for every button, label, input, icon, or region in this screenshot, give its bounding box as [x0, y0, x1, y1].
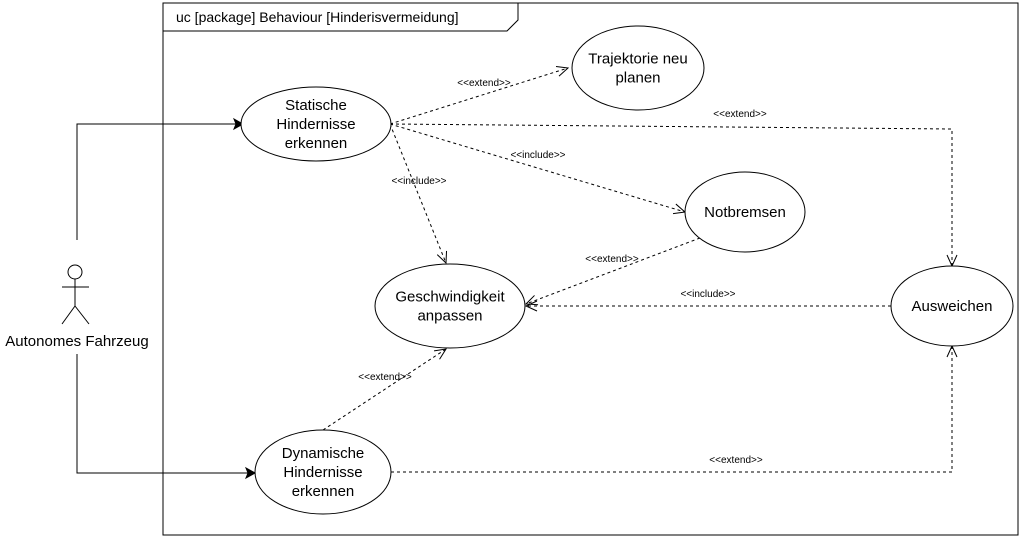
relation-label: <<extend>> — [709, 455, 763, 466]
relation-label: <<include>> — [391, 176, 446, 187]
relation-notb-gesch: <<extend>> — [524, 237, 701, 306]
use-case-label: Geschwindigkeit — [395, 289, 505, 306]
use-case-label: Hindernisse — [283, 464, 362, 481]
use-case-ellipse — [240, 86, 392, 162]
use-case-label: Notbremsen — [704, 204, 786, 221]
use-case-ellipse — [374, 263, 526, 349]
use-case-label: Trajektorie neu — [588, 51, 688, 68]
relation-stat-notb: <<include>> — [389, 123, 687, 215]
relation-line — [389, 123, 953, 266]
relation-ausw-gesch: <<include>> — [524, 289, 891, 312]
use-case-label: Dynamische — [282, 445, 365, 462]
relation-line — [525, 237, 701, 305]
relation-label: <<include>> — [680, 289, 735, 300]
relation-arrowhead — [555, 66, 570, 77]
package-frame: uc [package] Behaviour [Hinderisvermeidu… — [162, 2, 1019, 536]
relation-arrowhead — [433, 348, 448, 360]
relation-dyn-gesch: <<extend>> — [322, 348, 448, 431]
use-case-label: Ausweichen — [912, 298, 993, 315]
relation-label: <<extend>> — [585, 254, 639, 265]
relation-arrowhead — [524, 295, 539, 306]
use-case-ausweichen[interactable]: Ausweichen — [890, 265, 1014, 347]
relation-line — [389, 123, 447, 264]
use-case-ellipse — [571, 25, 705, 111]
use-case-ellipse — [890, 265, 1014, 347]
relation-line — [322, 348, 447, 431]
relation-arrowhead — [672, 203, 687, 215]
use-case-label: erkennen — [292, 483, 355, 500]
actor-autonomes-fahrzeug[interactable]: Autonomes Fahrzeug — [5, 264, 149, 350]
use-case-label: Hindernisse — [276, 116, 355, 133]
relation-stat-ausw: <<extend>> — [389, 109, 958, 268]
actor-label: Autonomes Fahrzeug — [5, 333, 148, 350]
use-case-trajektorie[interactable]: Trajektorie neu planen — [571, 25, 705, 111]
association-actor-dynamische — [76, 354, 257, 480]
association-actor-statische — [76, 117, 245, 240]
relation-stat-gesch: <<include>> — [389, 123, 448, 265]
use-case-label: anpassen — [417, 308, 482, 325]
use-case-notbremsen[interactable]: Notbremsen — [684, 171, 806, 253]
relation-line — [389, 123, 686, 213]
relation-arrowhead — [524, 300, 538, 312]
relation-label: <<extend>> — [457, 78, 511, 89]
use-case-ellipse — [684, 171, 806, 253]
relation-label: <<include>> — [510, 150, 565, 161]
relation-label: <<extend>> — [713, 109, 767, 120]
relation-dyn-ausw: <<extend>> — [391, 344, 958, 473]
use-case-geschwindigkeit[interactable]: Geschwindigkeit anpassen — [374, 263, 526, 349]
relation-line — [391, 346, 953, 473]
relation-stat-traj: <<extend>> — [389, 66, 570, 125]
frame-title: uc [package] Behaviour [Hinderisvermeidu… — [176, 9, 459, 25]
use-case-ellipse — [254, 429, 392, 515]
use-case-label: Statische — [285, 97, 347, 114]
use-case-label: planen — [615, 70, 660, 87]
relation-line — [389, 67, 569, 125]
relation-label: <<extend>> — [358, 372, 412, 383]
relation-arrowhead — [436, 250, 448, 265]
use-case-label: erkennen — [285, 135, 348, 152]
